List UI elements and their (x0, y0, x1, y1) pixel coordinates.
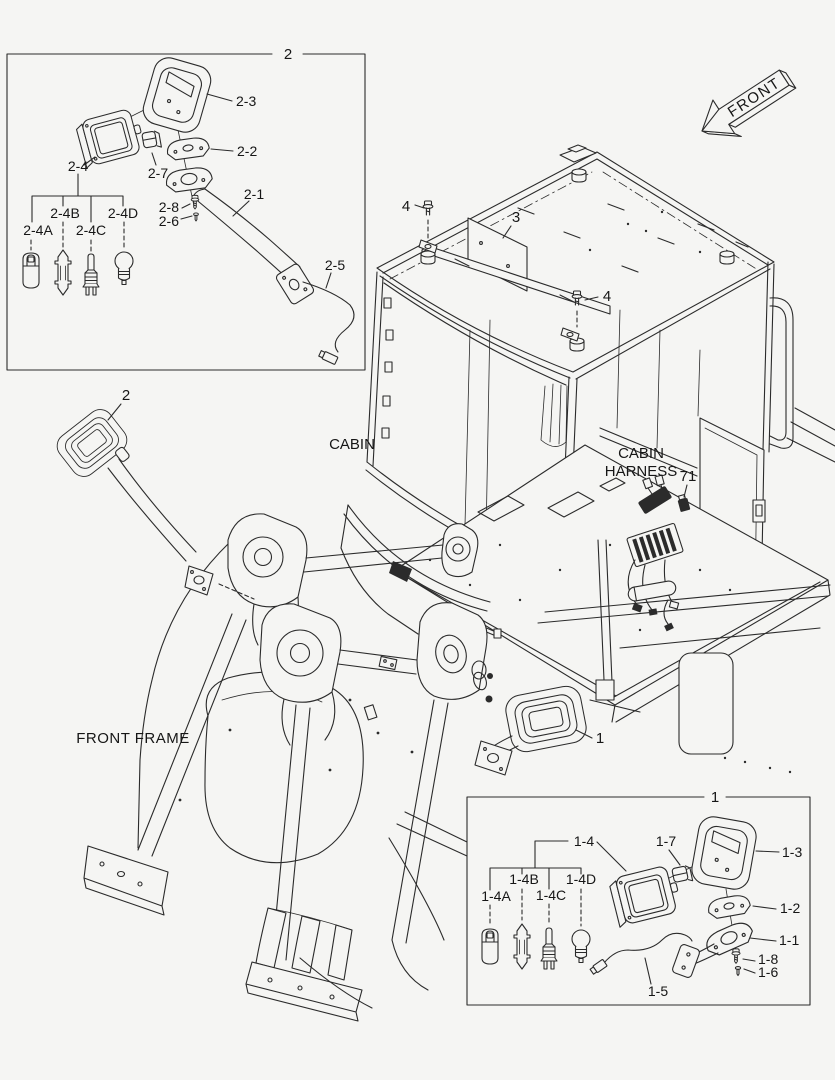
label-1-4B: 1-4B (509, 871, 539, 887)
knob-2-7 (141, 130, 162, 149)
label-1-6: 1-6 (758, 964, 778, 980)
label-1-8: 1-8 (758, 951, 778, 967)
callout-leader-lines (107, 204, 688, 739)
callout-harness-connector: 71 (680, 468, 697, 485)
cabin-harness-label-line2: HARNESS (605, 463, 678, 480)
inset-box-2-callout: 2 (284, 46, 292, 63)
label-1-3: 1-3 (782, 844, 802, 860)
label-2-4B: 2-4B (50, 205, 80, 221)
callout-front-work-lamp: 2 (122, 387, 130, 404)
bulb-2-4A (22, 252, 40, 289)
bulb-1-4A (481, 928, 499, 965)
label-2-6: 2-6 (159, 213, 179, 229)
work-lamp-rear-assembly (471, 660, 590, 776)
label-2-1: 2-1 (244, 186, 264, 202)
roof-bolt-left (422, 200, 434, 216)
wire-2-5 (302, 281, 355, 365)
cabin-harness-label-line1: CABIN (618, 445, 664, 462)
inset-box-1-callout: 1 (711, 789, 719, 806)
cabin-label: CABIN (329, 436, 375, 453)
label-1-2: 1-2 (780, 900, 800, 916)
label-1-5: 1-5 (648, 983, 668, 999)
label-2-8: 2-8 (159, 199, 179, 215)
bezel-1-3 (688, 813, 760, 893)
knob-1-7 (671, 865, 694, 883)
callout-roof-bolt-left: 4 (402, 198, 410, 215)
label-1-7: 1-7 (656, 833, 676, 849)
callout-rear-work-lamp: 1 (596, 730, 604, 747)
label-1-4A: 1-4A (481, 888, 511, 904)
label-2-4D: 2-4D (108, 205, 138, 221)
label-2-7: 2-7 (148, 165, 168, 181)
label-2-2: 2-2 (237, 143, 257, 159)
label-1-1: 1-1 (779, 932, 799, 948)
label-1-4: 1-4 (574, 833, 594, 849)
label-2-4: 2-4 (68, 158, 88, 174)
label-2-5: 2-5 (325, 257, 345, 273)
inset-box-lamp-2: 2 (6, 46, 366, 371)
inset-box-lamp-1: 1 (466, 789, 811, 1006)
front-frame-label: FRONT FRAME (76, 730, 190, 747)
harness-connector-71 (677, 494, 691, 512)
label-2-3: 2-3 (236, 93, 256, 109)
label-1-4D: 1-4D (566, 871, 596, 887)
bracket-1-1 (672, 918, 757, 978)
cabin-drawing (340, 144, 835, 774)
bracket-2-1 (192, 188, 315, 305)
label-2-4A: 2-4A (23, 222, 53, 238)
callout-cabin-mount-plate: 3 (512, 209, 520, 226)
cabin-mount-plate (467, 217, 528, 292)
label-1-4C: 1-4C (536, 887, 566, 903)
work-lamp-front-assembly (51, 403, 214, 596)
front-direction-arrow: FRONT (701, 69, 797, 138)
cabin-harness-drawing (626, 474, 691, 632)
front-frame-drawing (83, 513, 493, 1022)
wire-1-5 (589, 932, 693, 975)
label-2-4C: 2-4C (76, 222, 106, 238)
callout-roof-bolt-right: 4 (603, 288, 611, 305)
